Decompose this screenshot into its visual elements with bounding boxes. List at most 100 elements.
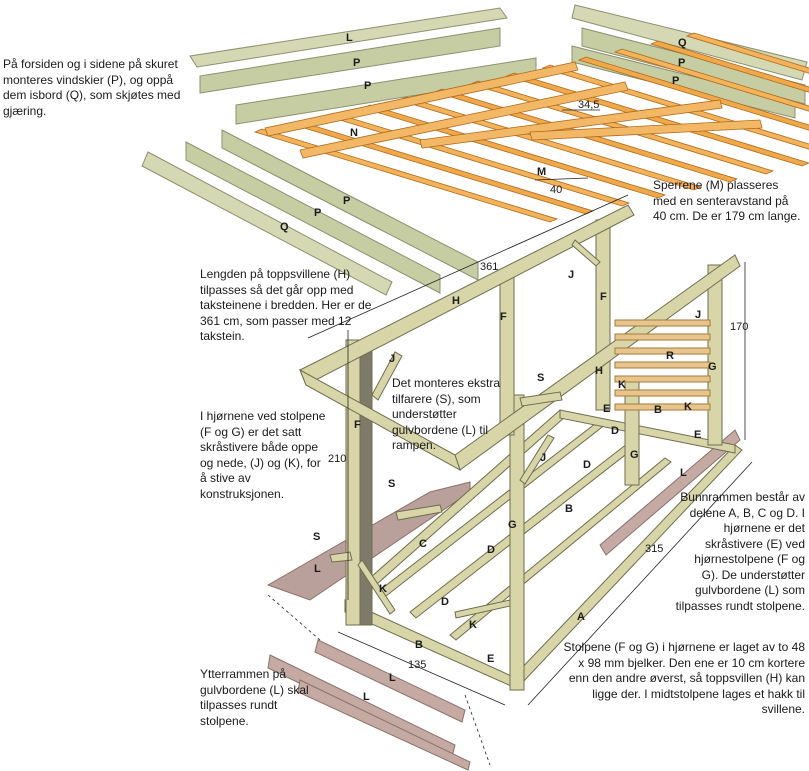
part-letter-b: B (565, 503, 573, 515)
part-letter-l: L (680, 467, 687, 479)
part-letter-l: L (389, 672, 396, 684)
part-letter-k: K (469, 619, 477, 631)
part-letter-l: L (363, 691, 370, 703)
note-bunnramme: Bunnrammen består av delene A, B, C og D… (675, 490, 805, 613)
post-g-front-right (509, 394, 525, 691)
rack-slat (614, 375, 711, 383)
part-letter-f: F (600, 291, 607, 303)
rack-slat (614, 333, 711, 341)
part-letter-n: N (350, 127, 358, 139)
part-letter-k: K (684, 401, 692, 413)
rack-slat (614, 389, 711, 397)
dim-line-40 (534, 177, 589, 181)
part-letter-h: H (452, 295, 460, 307)
batten-n-2 (299, 81, 629, 159)
floor-board-right (599, 429, 741, 556)
part-letter-p: P (364, 80, 371, 92)
part-letters: L P P Q P P N M P P Q J H F F J R J G S … (280, 32, 717, 703)
part-letter-f: F (354, 419, 361, 431)
board-p-front-1 (185, 141, 441, 294)
batten-n-1 (264, 61, 579, 137)
note-vindskier: På forsiden og i sidene på skuret monter… (3, 57, 181, 118)
frame-structure (299, 204, 743, 691)
batten-n-3 (419, 99, 723, 149)
brace-j-back (571, 239, 601, 267)
part-letter-b: B (415, 639, 423, 651)
dim-line-361 (307, 194, 629, 339)
dim-line-135 (337, 631, 506, 706)
dim-345: 34,5 (578, 99, 599, 111)
part-letter-s: S (537, 372, 544, 384)
rafter-m (649, 40, 809, 93)
part-letter-f: F (500, 311, 507, 323)
part-letter-e: E (603, 403, 610, 415)
part-letter-g: G (708, 361, 717, 373)
rafter-m (577, 56, 809, 131)
part-letter-c: C (419, 538, 427, 550)
post-g-back-right (707, 264, 723, 446)
floor-board-l-1 (314, 639, 466, 723)
note-tilfarere: Det monteres ekstra tilfarere (S), som u… (392, 376, 501, 452)
part-letter-d: D (583, 459, 591, 471)
part-letter-q: Q (678, 37, 687, 49)
rack-slat (614, 361, 711, 369)
dim-135: 135 (408, 659, 426, 671)
joist-s-1 (395, 504, 443, 521)
floor-board-l-3 (297, 679, 471, 771)
dim-40: 40 (550, 184, 562, 196)
top-side-left (299, 368, 461, 472)
part-letter-g: G (630, 449, 639, 461)
note-sperrer: Sperrene (M) plasseres med en senteravst… (653, 178, 801, 223)
part-letter-l: L (314, 563, 321, 575)
part-letter-d: D (487, 544, 495, 556)
note-toppsviller: Lengden på toppsvillene (H) tilpasses så… (200, 267, 372, 343)
rafter-m (613, 48, 809, 112)
part-letter-d: D (611, 425, 619, 437)
bottom-d-3 (449, 457, 672, 641)
joist-s-3 (519, 391, 563, 407)
part-letter-p: P (678, 57, 685, 69)
joist-s-2 (329, 551, 353, 563)
board-q-top-right (571, 4, 808, 81)
board-p-top-left-1 (199, 27, 501, 94)
part-letter-j: J (540, 452, 546, 464)
part-letter-q: Q (280, 221, 289, 233)
rack-r-slats (614, 319, 711, 411)
rack-slat (614, 347, 711, 355)
part-letter-g: G (508, 519, 517, 531)
note-stolper: Stolpene (F og G) i hjørnene er laget av… (563, 640, 805, 716)
roof-assembly (141, 4, 809, 296)
part-letter-e: E (694, 429, 701, 441)
dim-line-315 (527, 461, 753, 706)
part-letter-s: S (313, 531, 320, 543)
dim-315: 315 (645, 543, 663, 555)
bottom-b-back (559, 409, 736, 454)
part-letter-m: M (537, 166, 546, 178)
part-letter-p: P (343, 195, 350, 207)
brace-k-front (357, 559, 396, 615)
brace-j-front (371, 351, 403, 401)
rafter-m (325, 112, 631, 207)
board-q-top-left (189, 7, 508, 68)
part-letter-j: J (568, 269, 574, 281)
note-ytterramme: Ytterrammen på gulvbordene (L) skal tilp… (200, 667, 309, 728)
board-q-front (141, 151, 393, 296)
part-letter-q: L (346, 32, 353, 44)
part-letter-e: E (487, 653, 494, 665)
rack-slat (614, 319, 711, 327)
note-skraastivere: I hjørnene ved stolpene (F og G) er det … (200, 409, 326, 501)
dim-361: 361 (480, 261, 498, 273)
part-letter-p: P (353, 57, 360, 69)
part-letter-a: A (577, 611, 585, 623)
part-letter-r: R (666, 350, 674, 362)
dim-210: 210 (328, 453, 346, 465)
part-letter-j: J (695, 309, 701, 321)
part-letter-h: H (595, 365, 603, 377)
batten-n-4 (529, 119, 763, 141)
dim-guide-dash-2 (464, 694, 491, 766)
rafter-m (685, 32, 809, 74)
part-letter-k: K (618, 379, 626, 391)
part-letter-b: B (654, 404, 662, 416)
dim-170: 170 (730, 321, 748, 333)
part-letter-p: P (672, 75, 679, 87)
